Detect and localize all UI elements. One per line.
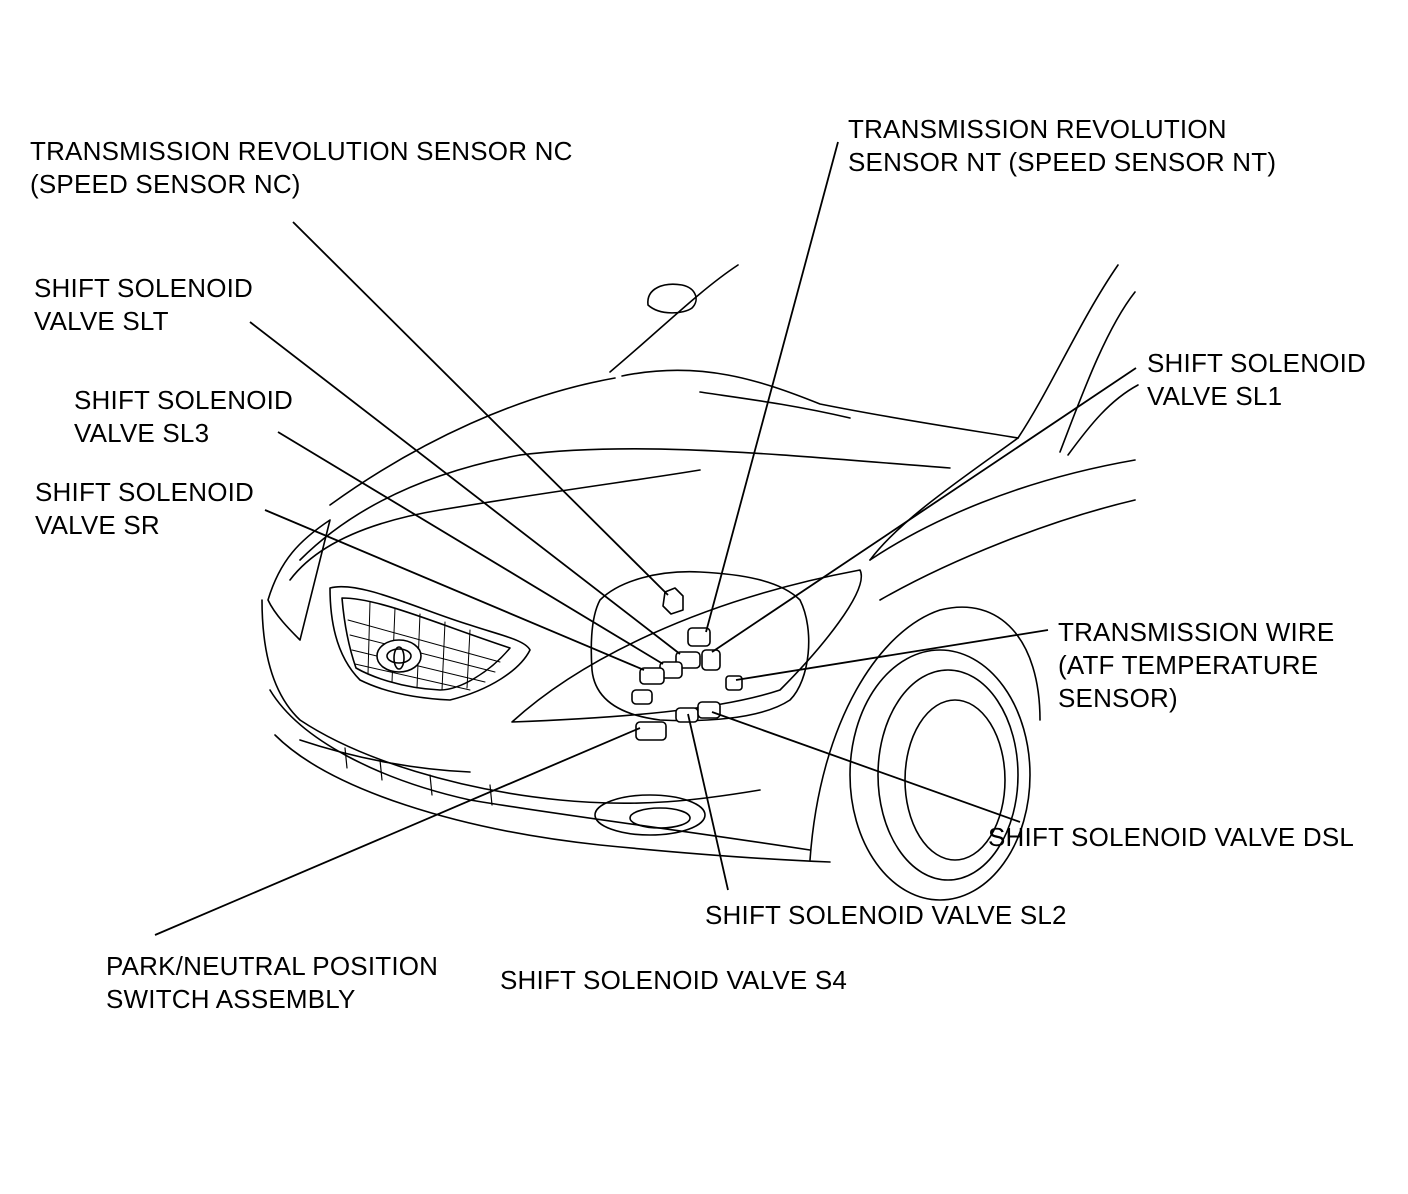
label-line: SHIFT SOLENOID VALVE DSL: [988, 822, 1355, 852]
label-solenoid-s4: SHIFT SOLENOID VALVE S4: [500, 964, 847, 997]
label-line: VALVE SLT: [34, 306, 169, 336]
label-speed-sensor-nt: TRANSMISSION REVOLUTION SENSOR NT (SPEED…: [848, 113, 1276, 179]
windshield-frame: [621, 369, 1019, 439]
label-line: (SPEED SENSOR NC): [30, 169, 301, 199]
hood-crease-mid: [519, 447, 951, 469]
bumper-bottom: [274, 734, 831, 863]
label-line: SHIFT SOLENOID VALVE SL2: [705, 900, 1067, 930]
label-solenoid-sr: SHIFT SOLENOID VALVE SR: [35, 476, 254, 542]
hood-rear-edge: [329, 377, 616, 506]
label-line: PARK/NEUTRAL POSITION: [106, 951, 439, 981]
label-line: TRANSMISSION REVOLUTION: [848, 114, 1227, 144]
bumper-lower: [269, 689, 811, 851]
leader-sr: [264, 509, 645, 671]
leader-sl3: [277, 431, 664, 665]
bumper-marks: [344, 747, 493, 806]
leader-lines: [154, 141, 1137, 936]
label-solenoid-dsl: SHIFT SOLENOID VALVE DSL: [988, 821, 1354, 854]
component-nt: [687, 627, 711, 647]
grille-inner: [341, 597, 511, 691]
leader-sl2: [687, 713, 729, 891]
label-line: VALVE SL3: [74, 418, 210, 448]
door-window: [1067, 384, 1139, 456]
label-line: VALVE SL1: [1147, 381, 1283, 411]
leader-nc: [292, 221, 669, 596]
component-pnp: [635, 721, 667, 741]
component-dsl: [697, 701, 721, 719]
label-line: (ATF TEMPERATURE: [1058, 650, 1319, 680]
label-solenoid-slt: SHIFT SOLENOID VALVE SLT: [34, 272, 253, 338]
hood-front-edge: [289, 469, 701, 581]
label-line: SHIFT SOLENOID: [1147, 348, 1367, 378]
emblem-inner: [386, 648, 412, 664]
leader-sl1: [711, 367, 1137, 653]
component-atf: [725, 675, 743, 691]
fender-right: [869, 459, 1136, 561]
car-outline: [261, 264, 1139, 901]
side-mirror: [647, 283, 697, 314]
fender-lower: [879, 499, 1136, 601]
label-speed-sensor-nc: TRANSMISSION REVOLUTION SENSOR NC (SPEED…: [30, 135, 573, 201]
label-line: SWITCH ASSEMBLY: [106, 984, 356, 1014]
leader-nt: [705, 141, 839, 633]
bumper-top: [261, 599, 761, 805]
label-line: SHIFT SOLENOID VALVE S4: [500, 965, 848, 995]
fog-light: [594, 794, 706, 836]
a-pillar-right: [1059, 291, 1136, 453]
emblem-outer: [376, 639, 422, 673]
leader-slt: [249, 321, 681, 655]
leader-pnp: [154, 727, 641, 936]
transmission-housing: [590, 570, 810, 722]
label-line: SHIFT SOLENOID: [35, 477, 255, 507]
label-line: SHIFT SOLENOID: [74, 385, 294, 415]
label-park-neutral-switch: PARK/NEUTRAL POSITION SWITCH ASSEMBLY: [106, 950, 438, 1016]
label-line: TRANSMISSION REVOLUTION SENSOR NC: [30, 136, 573, 166]
headlight-left: [267, 519, 331, 641]
emblem-center: [393, 646, 405, 670]
grille-outer: [329, 586, 531, 701]
label-solenoid-sl1: SHIFT SOLENOID VALVE SL1: [1147, 347, 1366, 413]
label-line: VALVE SR: [35, 510, 160, 540]
wheel-arch: [809, 606, 1041, 861]
label-line: SHIFT SOLENOID: [34, 273, 254, 303]
leader-atf: [735, 629, 1049, 681]
tire-outer: [849, 649, 1031, 901]
component-sl2: [675, 707, 699, 723]
label-line: SENSOR NT (SPEED SENSOR NT): [848, 147, 1277, 177]
leader-dsl: [711, 711, 1021, 823]
windshield-top: [1017, 264, 1119, 439]
component-sr: [639, 667, 665, 685]
label-line: SENSOR): [1058, 683, 1178, 713]
solenoid-components: [631, 587, 743, 741]
hood-crease-left: [299, 454, 521, 561]
label-solenoid-sl3: SHIFT SOLENOID VALVE SL3: [74, 384, 293, 450]
lower-intake: [299, 739, 471, 773]
tire-inner: [877, 669, 1019, 881]
headlight-right: [511, 569, 863, 723]
label-solenoid-sl2: SHIFT SOLENOID VALVE SL2: [705, 899, 1067, 932]
component-s4: [631, 689, 653, 705]
fog-light-inner: [629, 807, 691, 829]
windshield-left-edge: [609, 264, 739, 373]
component-sl1: [701, 649, 721, 671]
hood-right-edge: [869, 437, 1019, 561]
label-atf-temperature-sensor: TRANSMISSION WIRE (ATF TEMPERATURE SENSO…: [1058, 616, 1334, 715]
label-line: TRANSMISSION WIRE: [1058, 617, 1335, 647]
